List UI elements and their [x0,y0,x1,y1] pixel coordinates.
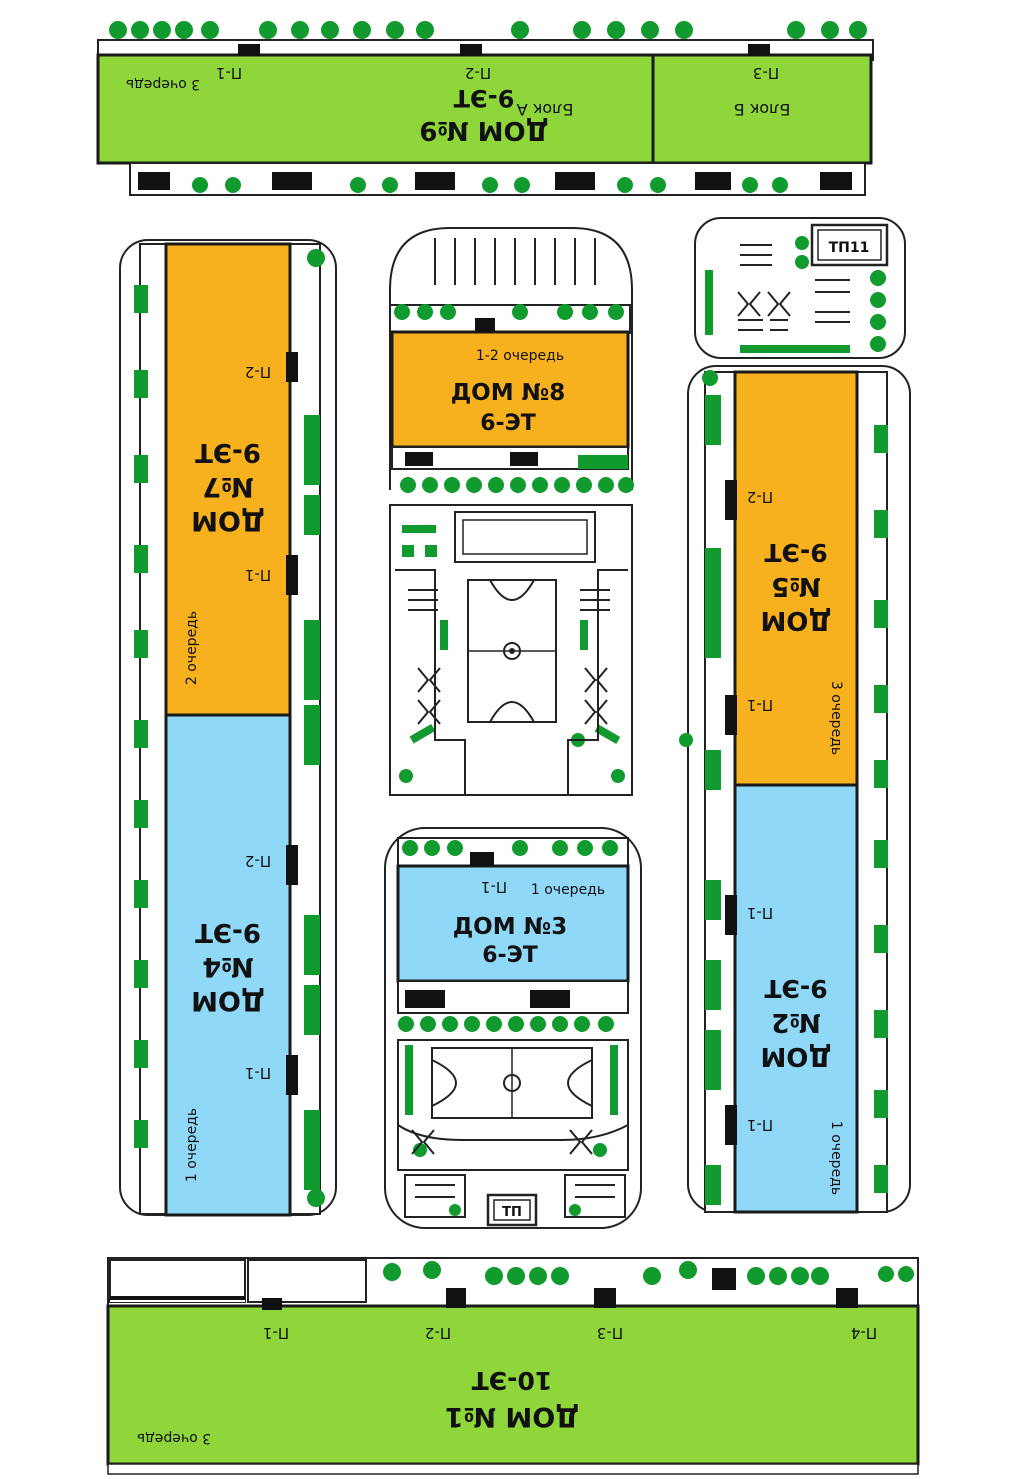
house9-entrances [138,44,852,190]
house1-entrances [262,1268,858,1310]
house9-group: ДОМ №9 9-ЭТ 3 очередь Блок А П-1 П-2 Бло… [96,21,874,196]
house3-entrance-p1: П-1 [481,878,507,896]
parking-shed-1 [109,1259,246,1303]
house4-title: ДОМ [191,985,265,1016]
right-column-entrances [725,480,737,1145]
house5-body [733,370,859,787]
house5-floors: 9-ЭТ [764,538,827,567]
house5-title: ДОМ [760,605,831,635]
house4-entrance-p1: П-1 [245,1064,271,1082]
house1-group: ДОМ №1 10-ЭТ 3 очередь П-1 П-2 П-3 П-4 [106,1257,920,1475]
house4-floors: 9-ЭТ [195,917,261,947]
house3-queue: 1 очередь [531,882,605,898]
house9-trees [109,21,867,193]
house8-queue: 1-2 очередь [476,348,564,364]
right-column: ДОМ №5 9-ЭТ П-1 П-2 3 очередь ДОМ №2 9-Э… [702,370,888,1214]
house7-title: ДОМ [191,505,265,536]
house7-entrance-p2: П-2 [245,363,271,381]
substation-tp11-label: ТП11 [829,240,870,256]
left-column-entrances [286,352,298,1095]
house9-entrance-p3: П-3 [753,64,779,82]
left-column: ДОМ №7 9-ЭТ П-1 П-2 2 очередь ДОМ №4 9-Э… [134,242,325,1217]
house2-entrance-p2: П-1 [747,904,773,922]
house3-group: П-1 1 очередь ДОМ №3 6-ЭТ [396,837,630,1032]
house2-body [733,783,859,1214]
house9-block-b-label: Блок Б [734,100,791,119]
house8-group: 1-2 очередь ДОМ №8 6-ЭТ [389,238,634,493]
house2-floors: 9-ЭТ [764,974,827,1003]
house1-entrance-p3: П-3 [597,1324,623,1342]
house4-queue: 1 очередь [184,1108,200,1182]
house8-floors: 6-ЭТ [480,411,536,436]
house9-title: ДОМ №9 [419,115,549,145]
house4-body [164,713,292,1217]
left-column-hedges [134,249,325,1207]
house3-trees [398,840,618,1032]
house4-number: №4 [202,951,253,982]
house8-trees [394,304,634,493]
house1-body [106,1304,920,1466]
house3-body [396,864,630,983]
house5-number: №5 [771,571,820,601]
tp11-group: ТП11 [705,223,889,353]
sports-area-1 [395,511,693,795]
house8-body [390,330,630,449]
parking-lines [434,238,596,285]
sports-area-2: ТП [397,1039,629,1227]
house9-entrance-p2: П-2 [465,64,491,82]
house5-entrance-p2: П-2 [747,488,773,506]
house1-queue: 3 очередь [137,1430,211,1446]
house1-floors: 10-ЭТ [472,1366,553,1395]
house4-entrance-p2: П-2 [245,852,271,870]
house7-entrance-p1: П-1 [245,566,271,584]
house3-floors: 6-ЭТ [482,943,538,968]
house8-title: ДОМ №8 [451,380,566,406]
house2-queue: 1 очередь [828,1121,844,1195]
parking-shed-2 [247,1259,367,1303]
right-porch-strip [856,371,888,1213]
house9-front-strip [129,162,866,196]
right-column-hedges [702,370,888,1205]
house9-floors: 9-ЭТ [453,84,514,112]
substation-tp-label: ТП [502,1205,522,1220]
house5-queue: 3 очередь [828,681,844,755]
house5-entrance-p1: П-1 [747,696,773,714]
house7-queue: 2 очередь [184,611,200,685]
house1-trees [383,1261,914,1285]
house1-entrance-p4: П-4 [851,1324,877,1342]
house2-entrance-p1: П-1 [747,1116,773,1134]
house1-entrance-p1: П-1 [263,1324,289,1342]
house1-entrance-p2: П-2 [425,1324,451,1342]
house9-queue: 3 очередь [126,76,200,92]
house1-title: ДОМ №1 [445,1401,580,1432]
house7-floors: 9-ЭТ [195,437,261,467]
house9-block-a-label: Блок А [517,100,574,119]
house7-number: №7 [202,471,253,502]
house9-entrance-p1: П-1 [216,64,242,82]
house3-title: ДОМ №3 [453,914,568,940]
house2-number: №2 [771,1007,820,1037]
house2-title: ДОМ [760,1041,831,1071]
house7-body [164,242,292,717]
